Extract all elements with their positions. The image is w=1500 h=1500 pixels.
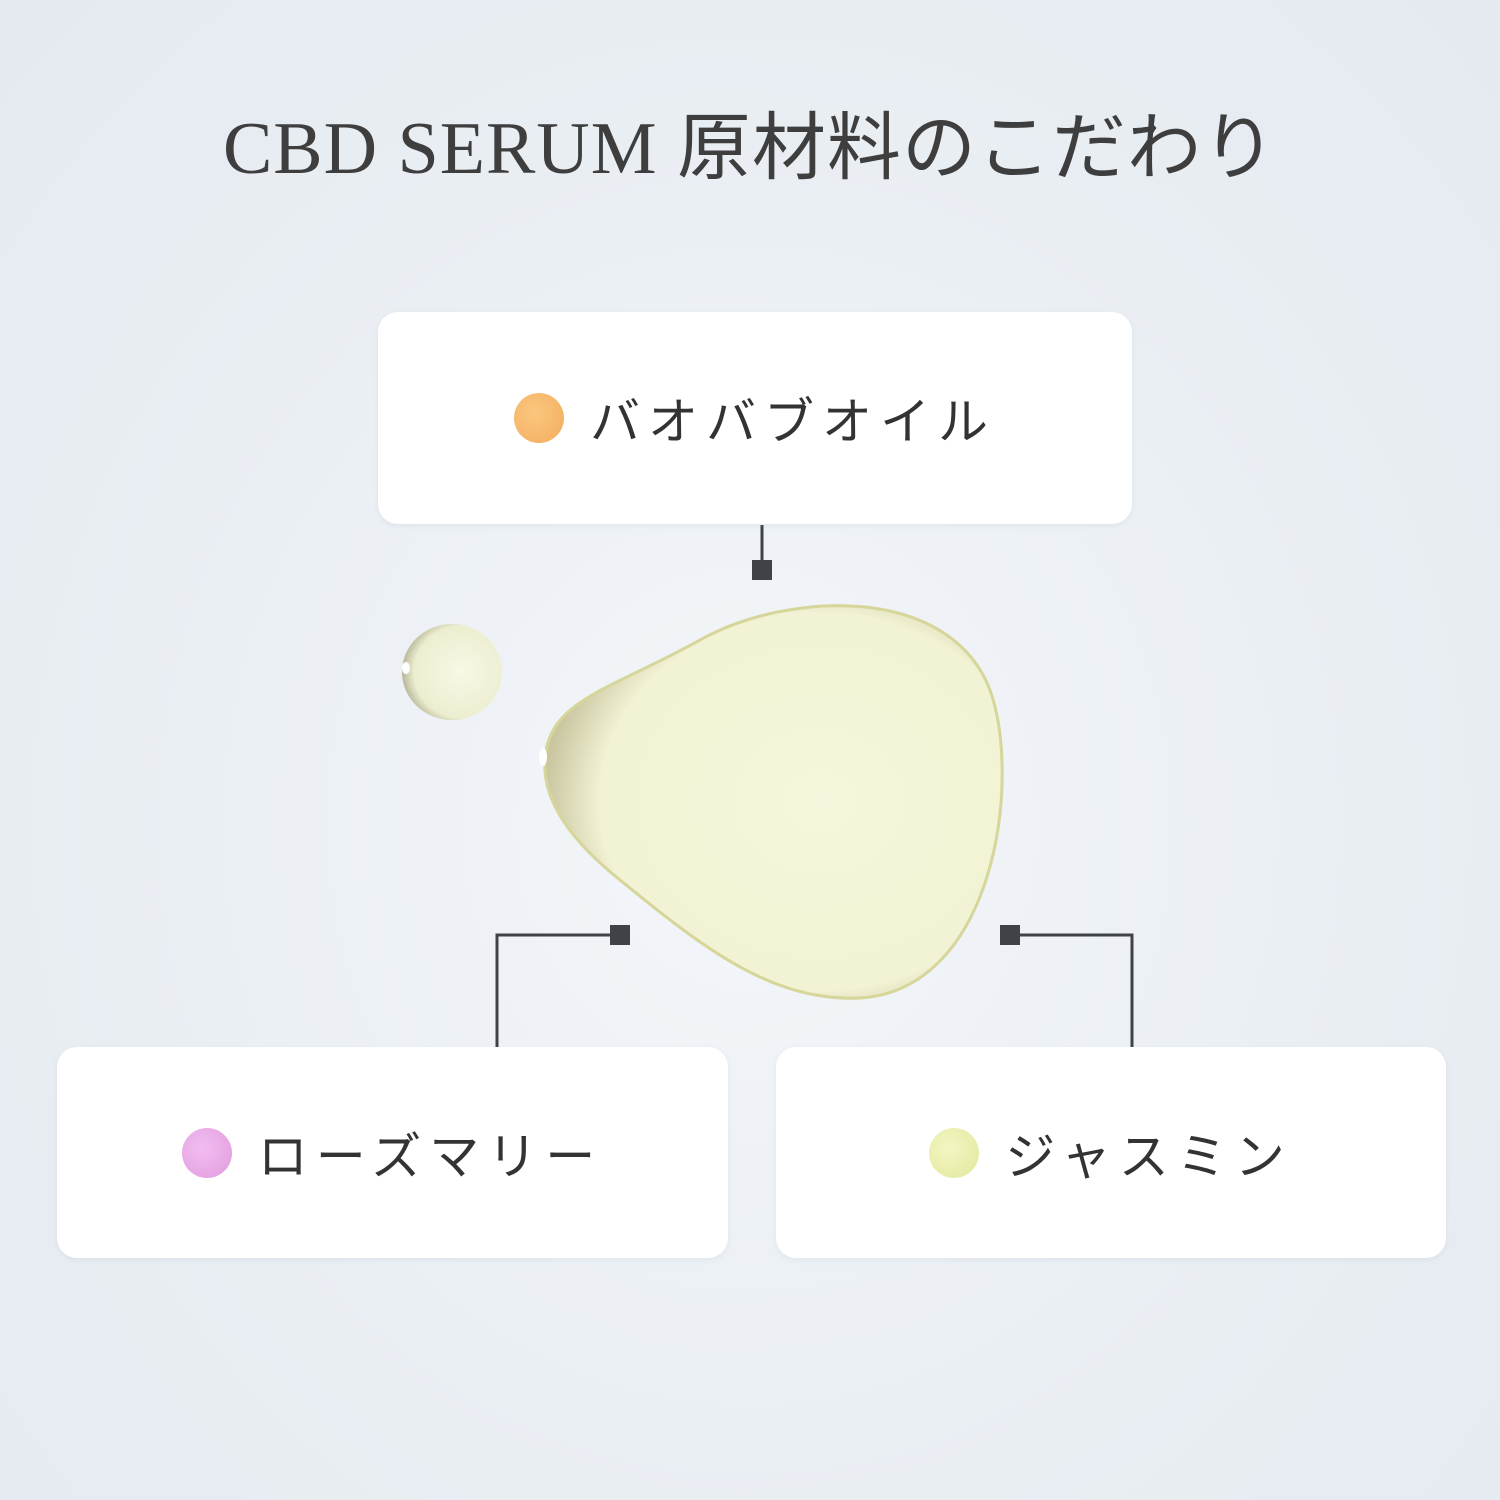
- ingredient-card-rosemary: ローズマリー: [57, 1047, 728, 1258]
- oil-drop-large: [543, 604, 1004, 1000]
- connector-node: [1000, 925, 1020, 945]
- connector-node: [752, 560, 772, 580]
- orange-dot-icon: [514, 393, 564, 443]
- ingredient-label: ジャスミン: [1005, 1127, 1293, 1186]
- ingredient-label: ローズマリー: [257, 1127, 604, 1186]
- pink-dot-icon: [181, 1127, 232, 1178]
- ingredient-label: バオバブオイル: [590, 393, 996, 451]
- page-title: CBD SERUM 原材料のこだわり: [222, 108, 1278, 190]
- yellow-dot-icon: [929, 1127, 980, 1178]
- ingredient-card-jasmine: ジャスミン: [776, 1047, 1446, 1258]
- connector-node: [610, 925, 630, 945]
- oil-drop-small: [402, 624, 502, 720]
- ingredient-card-baobab: バオバブオイル: [378, 312, 1132, 524]
